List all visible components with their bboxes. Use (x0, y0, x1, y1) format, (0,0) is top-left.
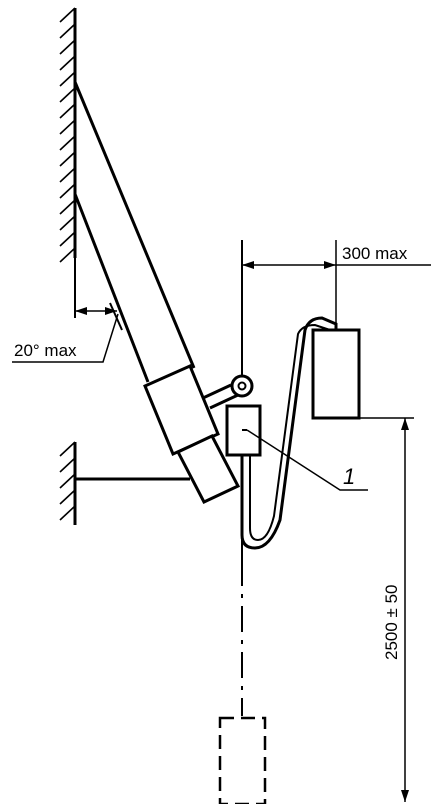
upper-wall (59, 7, 77, 263)
clamp-assembly (143, 364, 241, 504)
suspended-block (225, 404, 262, 457)
horizontal-dimension-label: 300 max (342, 244, 408, 263)
inclined-arm (73, 81, 196, 383)
counterweight-box (311, 328, 361, 420)
dropped-block-outline (218, 716, 267, 806)
item-marker-label: 1 (343, 464, 355, 489)
pivot-linkage (202, 374, 254, 410)
angle-label: 20° max (14, 341, 77, 360)
lanyard-cord-inner (249, 323, 331, 542)
vertical-dimension (359, 417, 414, 802)
vertical-dimension-label: 2500 ± 50 (382, 584, 401, 660)
lanyard-cord (240, 316, 338, 550)
horizontal-dimension (242, 240, 431, 330)
item-leader (246, 429, 368, 491)
lower-wall (59, 441, 77, 525)
angle-dimension (12, 258, 123, 363)
